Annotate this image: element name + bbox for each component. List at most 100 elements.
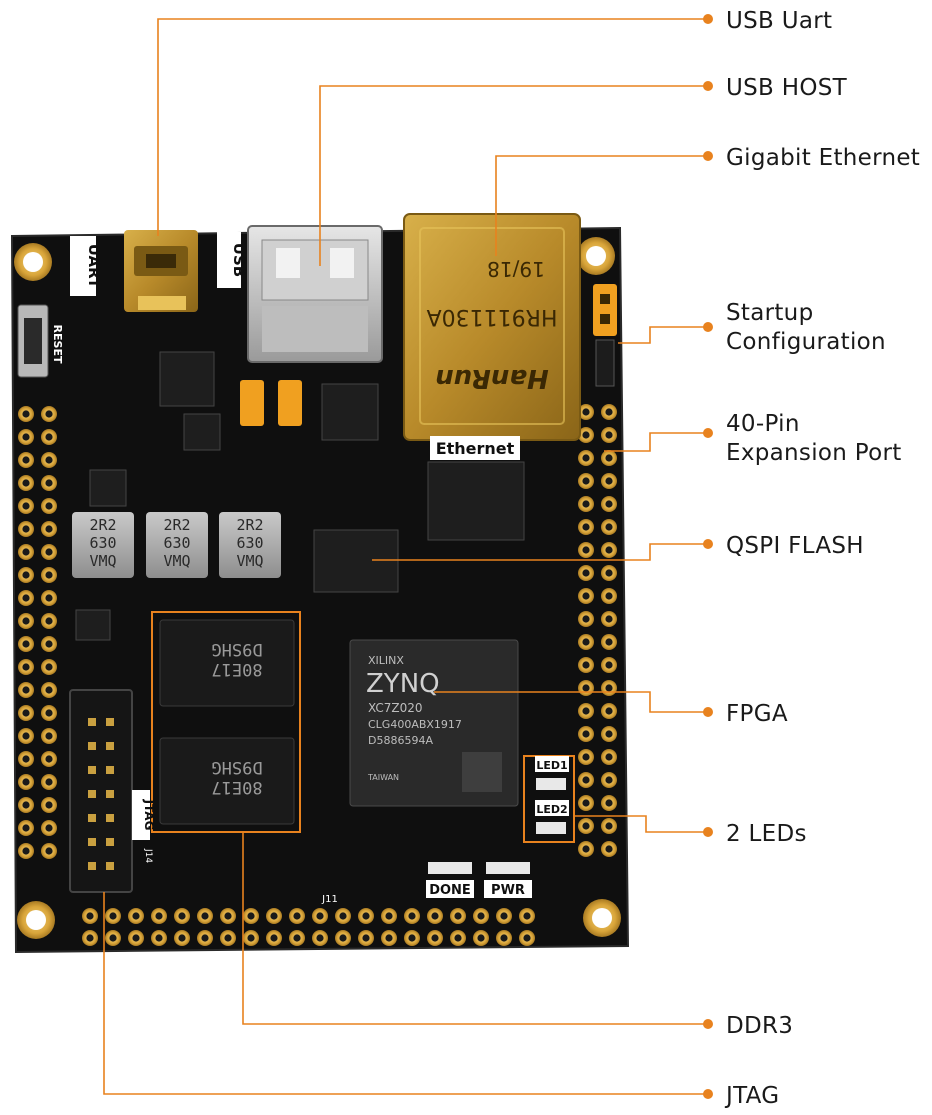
header-pin-hole <box>22 594 30 602</box>
header-pin-hole <box>582 546 590 554</box>
jtag-header: JTAG J14 <box>69 689 156 893</box>
ddr3-chip: D9SHG 80E17 <box>159 737 295 825</box>
header-pin-hole <box>582 408 590 416</box>
header-pin-hole <box>523 934 531 942</box>
leader-jtag <box>103 892 708 1095</box>
header-pin-hole <box>178 934 186 942</box>
header-pin-hole <box>582 799 590 807</box>
header-pin-hole <box>293 912 301 920</box>
header-pin-hole <box>45 640 53 648</box>
left-pin-header <box>18 406 57 859</box>
jtag-pin <box>106 790 114 798</box>
header-pin-hole <box>22 778 30 786</box>
startup-jumper <box>593 284 617 387</box>
header-pin-hole <box>605 753 613 761</box>
header-pin-hole <box>582 431 590 439</box>
reset-silk-label: RESET <box>51 325 64 364</box>
ddr3-chip: D9SHG 80E17 <box>159 619 295 707</box>
rj45-brand: HanRun <box>435 363 548 393</box>
header-pin-hole <box>22 709 30 717</box>
leader-usb-host <box>319 85 708 266</box>
header-pin-hole <box>45 502 53 510</box>
jtag-pin <box>88 742 96 750</box>
leader-ddr3 <box>242 832 708 1025</box>
header-pin-hole <box>22 571 30 579</box>
svg-text:D9SHG: D9SHG <box>211 639 262 659</box>
reset-button-part: RESET <box>17 304 64 378</box>
header-pin-hole <box>224 934 232 942</box>
leader-fpga <box>434 691 708 713</box>
header-pin-hole <box>582 684 590 692</box>
fpga-origin: TAIWAN <box>367 773 399 782</box>
header-pin-hole <box>22 502 30 510</box>
header-pin-hole <box>605 523 613 531</box>
svg-text:2R2: 2R2 <box>89 516 116 534</box>
rj45-date: 19/18 <box>487 257 545 281</box>
header-pin-hole <box>605 500 613 508</box>
header-pin-hole <box>155 912 163 920</box>
led1-silk: LED1 <box>536 759 567 772</box>
header-pin-hole <box>477 912 485 920</box>
fpga-chip: XILINX ZYNQ XC7Z020 CLG400ABX1917 D58865… <box>349 639 519 807</box>
header-pin-hole <box>201 912 209 920</box>
header-pin-hole <box>45 525 53 533</box>
led-area: LED1 LED2 <box>523 755 575 843</box>
svg-text:2R2: 2R2 <box>236 516 263 534</box>
header-pin-hole <box>22 847 30 855</box>
header-pin-hole <box>362 934 370 942</box>
header-pin-hole <box>270 912 278 920</box>
svg-text:D9SHG: D9SHG <box>211 757 262 777</box>
header-pin-hole <box>500 912 508 920</box>
jtag-pin <box>106 718 114 726</box>
jtag-pin <box>88 862 96 870</box>
jumpers <box>240 380 302 426</box>
inductors: 2R2 630 VMQ 2R2 630 VMQ 2R2 630 VMQ <box>72 512 281 578</box>
header-pin-hole <box>339 912 347 920</box>
header-pin-hole <box>270 934 278 942</box>
header-pin-hole <box>45 801 53 809</box>
done-silk: DONE <box>429 883 471 898</box>
svg-text:VMQ: VMQ <box>236 552 263 570</box>
header-pin-hole <box>477 934 485 942</box>
jtag-pin <box>88 790 96 798</box>
fpga-part: XC7Z020 <box>368 701 423 715</box>
header-pin-hole <box>22 456 30 464</box>
header-pin-hole <box>45 410 53 418</box>
leader-startup-config <box>618 326 708 344</box>
jtag-pin <box>106 814 114 822</box>
header-pin-hole <box>22 548 30 556</box>
pcb-board: UART USB HanRun HR911130A 19 <box>10 213 630 954</box>
label-usb-host: USB HOST <box>726 75 848 101</box>
header-pin-hole <box>605 592 613 600</box>
header-pin-hole <box>523 912 531 920</box>
header-pin-hole <box>582 661 590 669</box>
ethernet-rj45: HanRun HR911130A 19/18 <box>403 213 581 441</box>
header-pin-hole <box>155 934 163 942</box>
header-pin-hole <box>247 912 255 920</box>
header-pin-hole <box>132 934 140 942</box>
label-expansion-line1: 40-Pin <box>726 411 800 437</box>
mounting-holes <box>14 237 621 939</box>
fpga-package: CLG400ABX1917 <box>368 718 462 731</box>
small-ics <box>75 351 525 641</box>
header-pin-hole <box>408 912 416 920</box>
header-pin-hole <box>605 638 613 646</box>
header-pin-hole <box>45 732 53 740</box>
header-pin-hole <box>605 431 613 439</box>
header-pin-hole <box>582 523 590 531</box>
header-pin-hole <box>339 934 347 942</box>
label-qspi-flash: QSPI FLASH <box>726 533 864 559</box>
header-pin-hole <box>45 456 53 464</box>
label-startup-line2: Configuration <box>726 329 886 355</box>
fpga-family: ZYNQ <box>366 669 440 699</box>
header-pin-hole <box>45 709 53 717</box>
label-fpga: FPGA <box>726 701 788 727</box>
svg-text:2R2: 2R2 <box>163 516 190 534</box>
header-pin-hole <box>582 477 590 485</box>
header-pin-hole <box>582 638 590 646</box>
header-pin-hole <box>454 934 462 942</box>
header-pin-hole <box>22 640 30 648</box>
label-expansion-line2: Expansion Port <box>726 440 902 466</box>
header-pin-hole <box>201 934 209 942</box>
fpga-vendor: XILINX <box>368 654 404 667</box>
